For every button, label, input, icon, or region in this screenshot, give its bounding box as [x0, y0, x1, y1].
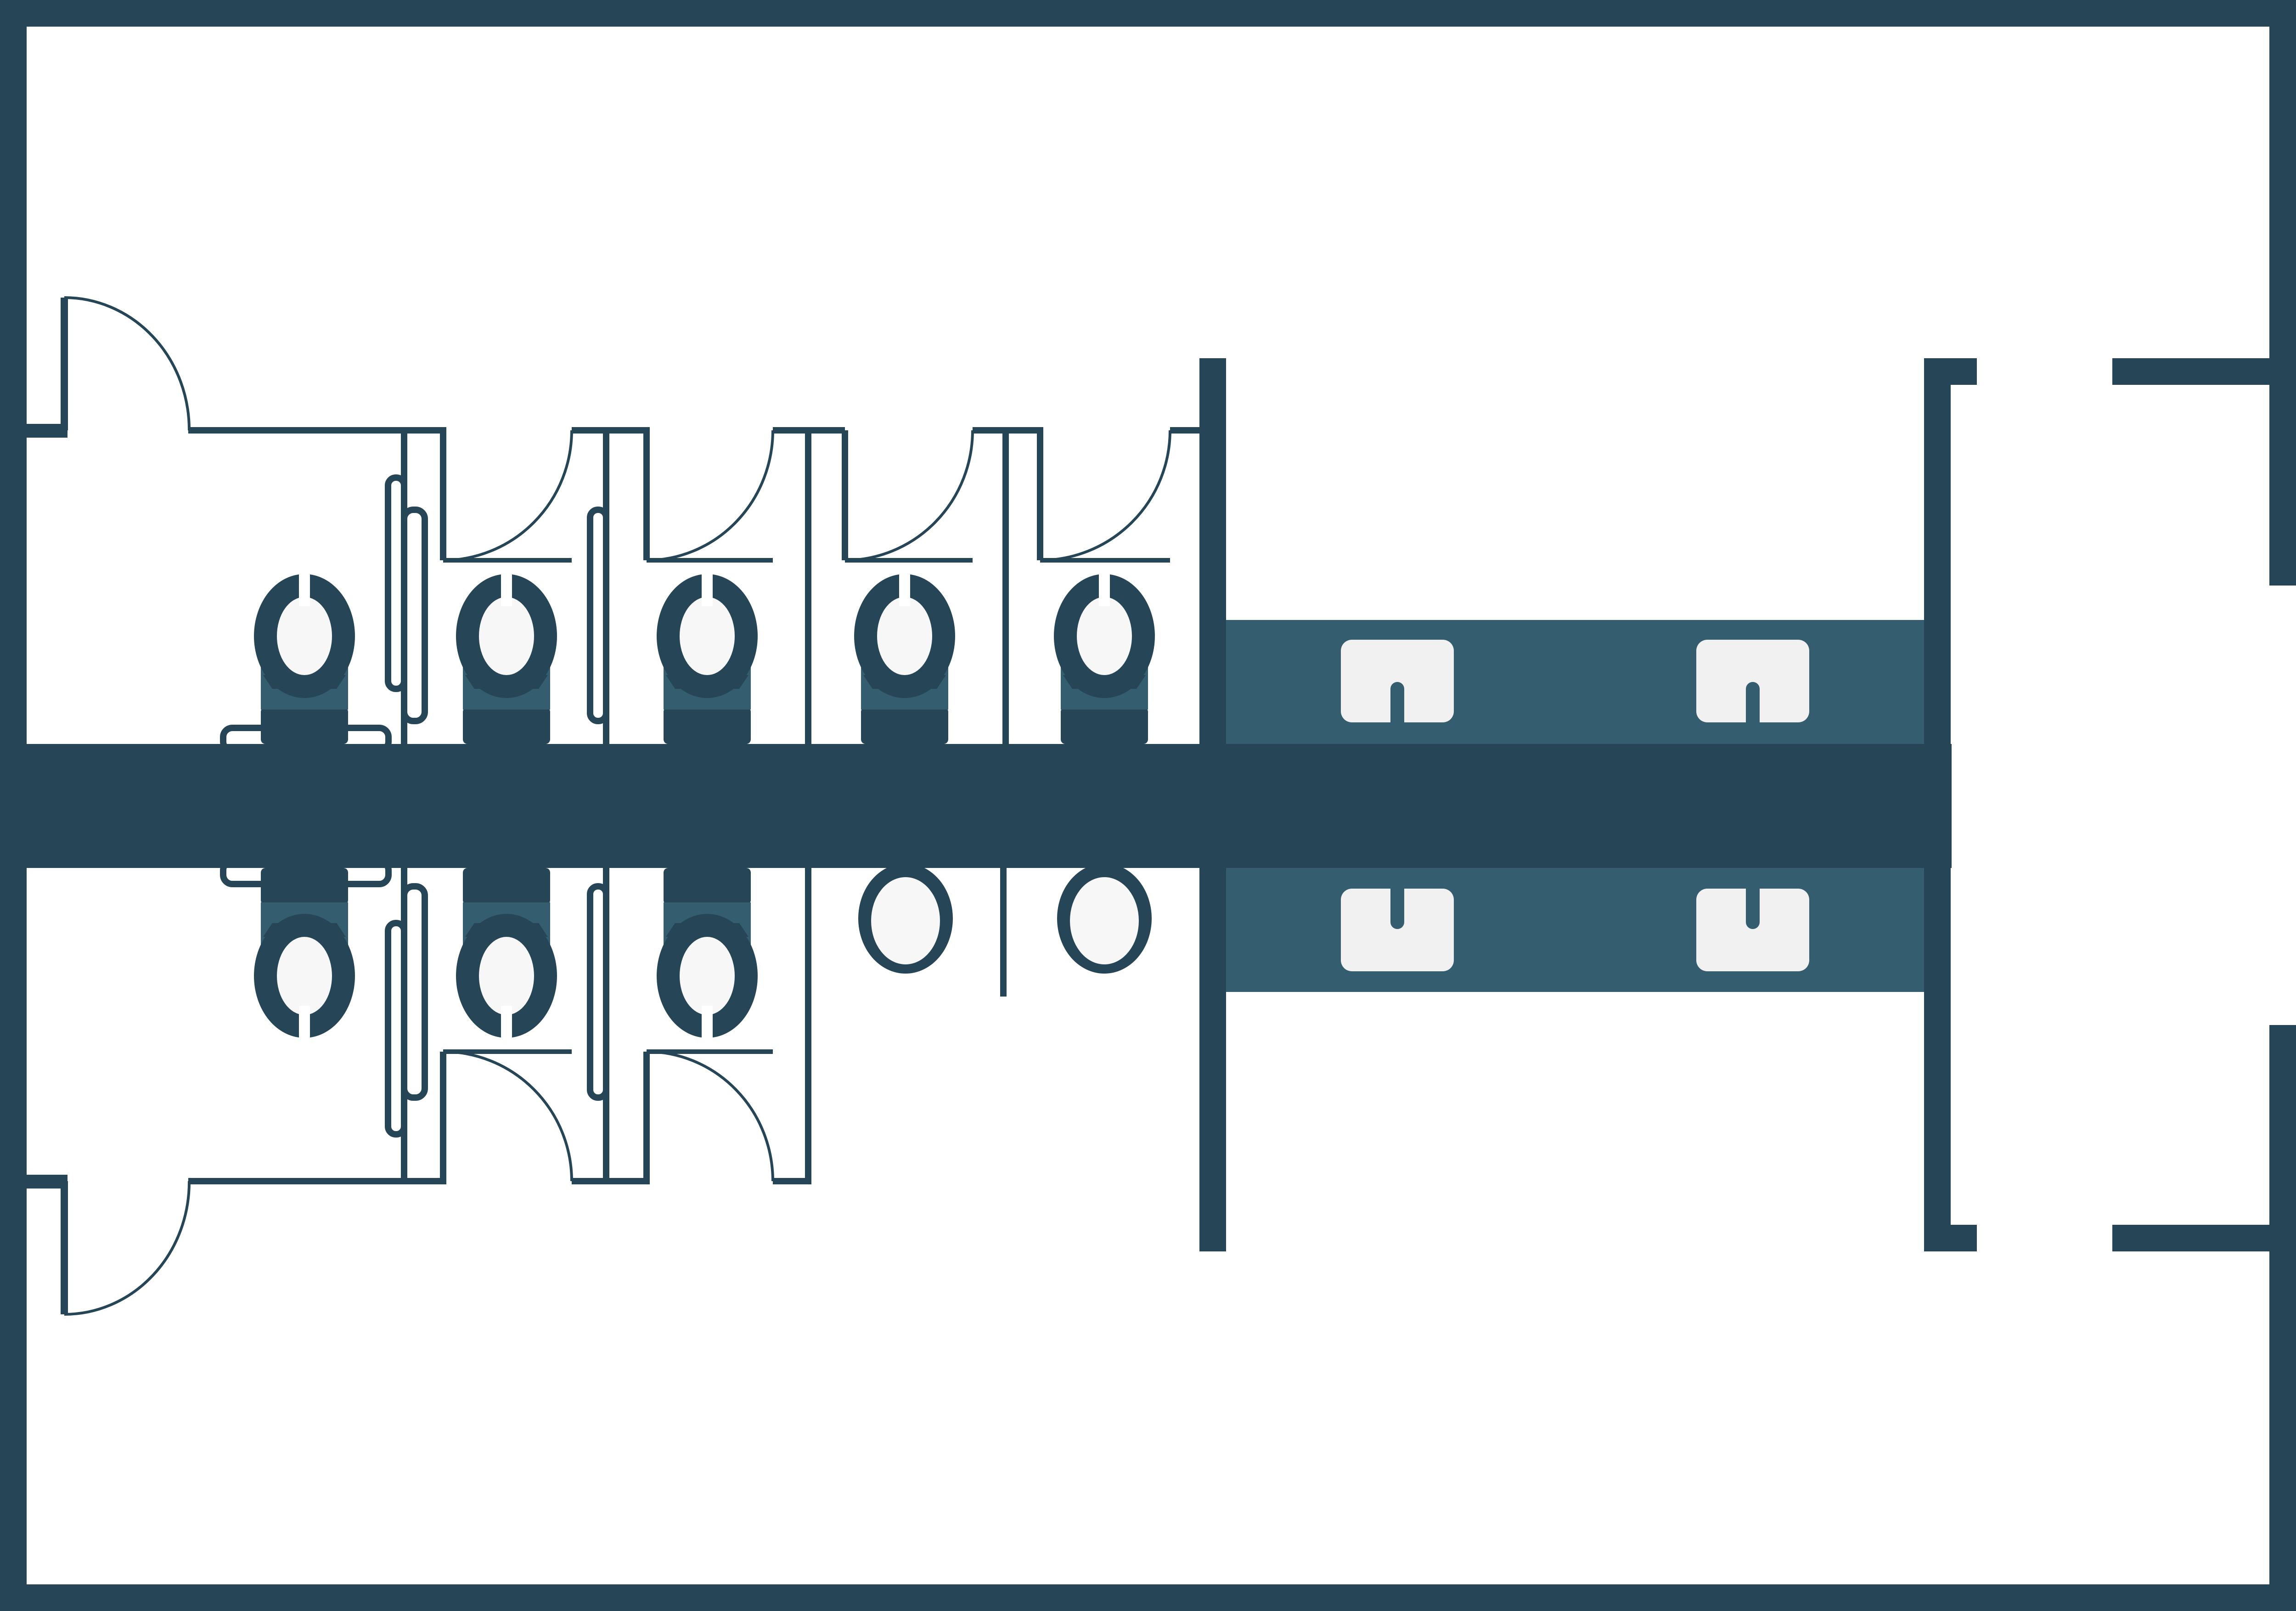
toilet — [1054, 569, 1155, 744]
toilet-hinge-gap — [299, 1006, 310, 1042]
toilet-hinge-gap — [299, 569, 310, 606]
urinal — [858, 863, 953, 974]
toilets-lower — [254, 868, 758, 1042]
urinal — [1057, 863, 1152, 974]
entry-door-frame-bottom — [23, 1175, 68, 1189]
toilet-hinge-gap — [899, 569, 910, 606]
vanity-inner-cap-bottom — [1951, 1225, 1977, 1234]
toilet-tank — [261, 707, 348, 744]
door-swing — [443, 1050, 573, 1182]
toilet-seat — [877, 597, 932, 675]
vanity-counter-upper — [1221, 620, 1924, 744]
entry-wall-stub-top — [2112, 358, 2269, 385]
sink — [1696, 640, 1809, 722]
urinals — [858, 863, 1152, 974]
door-swing — [844, 430, 974, 562]
toilet-seat — [1077, 597, 1132, 675]
toilet-seat — [479, 597, 534, 675]
doors — [61, 296, 1171, 1316]
outer-wall-bottom — [0, 1584, 2296, 1611]
outer-wall-left — [0, 0, 27, 1611]
vanity-inner-cap-top — [1951, 376, 1977, 385]
entry-wall-stub-bottom — [2112, 1225, 2269, 1251]
sinks — [1341, 640, 1809, 971]
sink — [1341, 640, 1454, 722]
central-plumbing-chase — [27, 744, 1952, 868]
partition-wall — [188, 1052, 446, 1184]
vanity-wall-left-lower — [1199, 868, 1226, 1251]
urinal-bowl — [1070, 877, 1139, 964]
toilet-hinge-gap — [702, 569, 713, 606]
toilet-seat — [479, 937, 534, 1015]
grab-bar — [587, 883, 609, 1101]
door-swing — [64, 1181, 191, 1316]
toilet — [657, 569, 758, 744]
toilet-hinge-gap — [702, 1006, 713, 1042]
outer-wall-right-lower — [2269, 1025, 2296, 1611]
door-swing — [646, 1050, 774, 1182]
toilet-seat — [277, 937, 332, 1015]
toilet-tank — [1061, 707, 1148, 744]
entry-door-frame-top — [23, 424, 68, 438]
toilet — [657, 868, 758, 1042]
toilet-hinge-gap — [501, 1006, 512, 1042]
toilet-seat — [277, 597, 332, 675]
toilets-upper — [254, 569, 1155, 744]
toilet-seat — [680, 937, 735, 1015]
toilet — [254, 569, 355, 744]
sink-drain-icons — [1390, 682, 1760, 929]
toilet-tank — [463, 868, 550, 905]
partition-wall — [572, 427, 650, 560]
partition-wall — [973, 427, 1043, 560]
grab-bar — [587, 507, 609, 724]
toilet — [456, 569, 557, 744]
toilet-hinge-gap — [1099, 569, 1110, 606]
toilet-tank — [261, 868, 348, 905]
grab-bar — [401, 507, 428, 724]
toilet — [854, 569, 955, 744]
outer-wall-top — [0, 0, 2296, 27]
grab-bar — [401, 883, 428, 1101]
partition-wall — [188, 427, 446, 560]
door-swing — [64, 296, 191, 431]
toilet — [254, 868, 355, 1042]
grab-bars — [220, 474, 609, 1138]
vanity-room-walls — [1199, 358, 2269, 1251]
toilet-seat — [680, 597, 735, 675]
door-swing — [443, 430, 573, 562]
sink — [1696, 889, 1809, 971]
sink — [1341, 889, 1454, 971]
partition-wall — [773, 868, 811, 1184]
toilet-tank — [861, 707, 948, 744]
door-swing — [646, 430, 774, 562]
toilet-hinge-gap — [501, 569, 512, 606]
vanity-wall-left-upper — [1199, 358, 1226, 744]
plumbing-chase-wall — [27, 744, 1952, 868]
toilet-tank — [664, 868, 751, 905]
door-swing — [1040, 430, 1171, 562]
vanity-counter-lower — [1221, 868, 1924, 992]
toilet-tank — [664, 707, 751, 744]
partition-wall — [572, 1052, 650, 1184]
vanity-wall-right — [1924, 358, 1951, 1251]
urinal-bowl — [871, 877, 940, 964]
toilet-tank — [463, 707, 550, 744]
toilet — [456, 868, 557, 1042]
outer-wall-right-upper — [2269, 0, 2296, 586]
